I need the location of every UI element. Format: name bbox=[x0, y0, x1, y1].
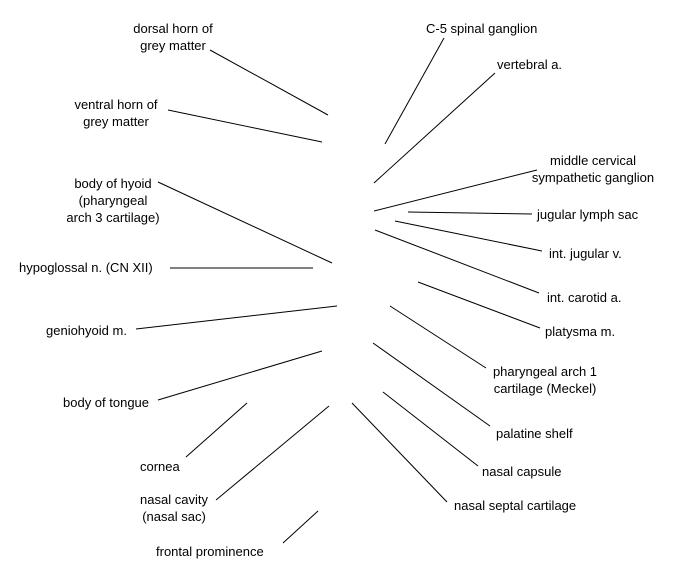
label-body-of-hyoid: body of hyoid (pharyngeal arch 3 cartila… bbox=[66, 176, 160, 225]
leader-geniohyoid bbox=[135, 305, 338, 330]
leader-int-carotid-a bbox=[374, 229, 540, 294]
label-hypoglossal: hypoglossal n. (CN XII) bbox=[19, 260, 153, 275]
label-palatine-shelf: palatine shelf bbox=[496, 426, 573, 441]
label-c5-ganglion: C-5 spinal ganglion bbox=[426, 21, 538, 36]
label-vertebral-a: vertebral a. bbox=[497, 57, 563, 72]
label-nasal-septal: nasal septal cartilage bbox=[454, 498, 577, 513]
label-geniohyoid: geniohyoid m. bbox=[46, 323, 127, 338]
leader-body-of-tongue bbox=[157, 350, 323, 401]
label-nasal-cavity: nasal cavity (nasal sac) bbox=[140, 492, 208, 524]
leader-ventral-horn bbox=[167, 109, 323, 143]
label-platysma: platysma m. bbox=[545, 324, 616, 339]
leader-platysma bbox=[417, 281, 541, 329]
label-nasal-capsule: nasal capsule bbox=[482, 464, 562, 479]
leader-vertebral-a bbox=[373, 72, 496, 184]
label-jugular-lymph-sac: jugular lymph sac bbox=[537, 207, 639, 222]
label-int-jugular-v: int. jugular v. bbox=[549, 246, 622, 261]
leader-jugular-lymph-sac bbox=[407, 211, 533, 215]
label-middle-cervical: middle cervical sympathetic ganglion bbox=[531, 153, 655, 185]
leader-int-jugular-v bbox=[394, 220, 543, 252]
label-int-carotid-a: int. carotid a. bbox=[547, 290, 622, 305]
leader-meckel bbox=[389, 305, 487, 369]
label-meckel: pharyngeal arch 1 cartilage (Meckel) bbox=[492, 364, 598, 396]
leader-frontal-prominence bbox=[282, 510, 319, 544]
leader-body-of-hyoid bbox=[157, 181, 333, 264]
label-frontal-prominence: frontal prominence bbox=[156, 544, 264, 559]
leader-nasal-cavity bbox=[215, 405, 330, 501]
leader-cornea bbox=[185, 402, 248, 458]
leader-nasal-capsule bbox=[382, 391, 479, 467]
leader-c5-ganglion bbox=[384, 37, 445, 145]
label-ventral-horn: ventral horn of grey matter bbox=[74, 97, 158, 129]
leader-nasal-septal bbox=[351, 402, 448, 503]
leader-middle-cervical bbox=[373, 169, 538, 212]
leader-dorsal-horn bbox=[209, 49, 329, 116]
label-dorsal-horn: dorsal horn of grey matter bbox=[133, 21, 213, 53]
label-body-of-tongue: body of tongue bbox=[63, 395, 150, 410]
leader-palatine-shelf bbox=[372, 342, 491, 427]
label-cornea: cornea bbox=[140, 459, 180, 474]
